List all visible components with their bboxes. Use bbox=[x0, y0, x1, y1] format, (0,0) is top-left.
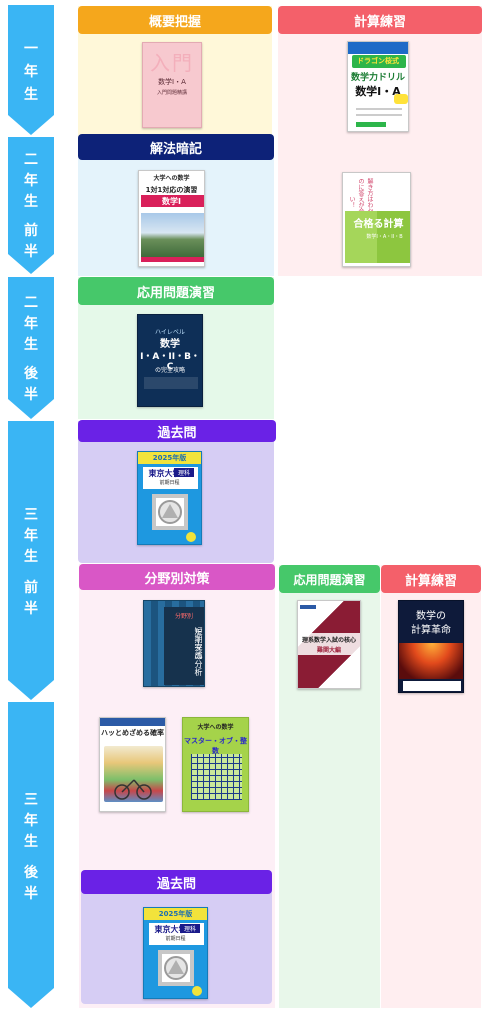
book-keisan-kakumei[interactable]: 数学の 計算革命 bbox=[398, 600, 464, 693]
rikei-line1: 理系数学入試の核心 bbox=[301, 637, 356, 644]
master-line1: 大学への数学 bbox=[197, 724, 234, 731]
master-line2: マスター・オブ・整数 bbox=[184, 737, 247, 755]
hatto-line1: ハッとめざめる確率 bbox=[101, 729, 164, 737]
dragon-line2: 数学力ドリル bbox=[350, 73, 405, 83]
header-past-2: 過去問 bbox=[81, 870, 272, 894]
haireberu-line4: の完全攻略 bbox=[154, 367, 185, 374]
stage-label-1: 一年生 bbox=[24, 41, 38, 103]
university-emblem-icon bbox=[152, 494, 188, 530]
book-gokaku-keisan[interactable]: 解き方はわかったのに答えが合わない！ 合格る計算 数学I・A・II・B bbox=[342, 172, 411, 267]
header-calc-2: 計算練習 bbox=[381, 565, 481, 593]
header-calc-1: 計算練習 bbox=[278, 6, 482, 34]
stage-arrow-4 bbox=[6, 421, 56, 700]
book-intro-seiko[interactable]: 入門 数学I・A 入門問題精講 bbox=[142, 42, 202, 128]
header-applied-2: 応用問題演習 bbox=[279, 565, 380, 593]
header-applied-1: 応用問題演習 bbox=[78, 277, 274, 305]
dragon-line3: 数学I・A bbox=[355, 85, 401, 98]
stage-arrow-5 bbox=[6, 702, 56, 1008]
bunya-line2: 短期完成 bbox=[194, 627, 203, 659]
bunya-line3: データの分析 bbox=[194, 628, 203, 676]
taisaku-line2: 1対1対応の演習 bbox=[145, 186, 198, 194]
book-dragon-drill[interactable]: ドラゴン桜式 数学力ドリル 数学I・A bbox=[347, 41, 409, 132]
dragon-line1: ドラゴン桜式 bbox=[357, 57, 399, 65]
intro-title: 数学I・A bbox=[158, 78, 186, 86]
intro-big-text: 入門 bbox=[150, 51, 194, 75]
taisaku-line1: 大学への数学 bbox=[153, 175, 190, 182]
book-akahon-1[interactable]: 2025年版 東京大学 理科 前期日程 bbox=[137, 451, 202, 545]
gokaku-vertical: 解き方はわかったのに答えが合わない！ bbox=[348, 178, 373, 226]
akahon2-line2: 理科 bbox=[180, 924, 200, 933]
grid-pattern-icon bbox=[191, 754, 242, 800]
gokaku-line1: 合格る計算 bbox=[353, 219, 404, 230]
sunrise-icon bbox=[399, 643, 463, 679]
book-rikei-kakushin[interactable]: 理系数学入試の核心 難関大編 bbox=[297, 600, 361, 689]
book-haireberu[interactable]: ハイレベル 数学 I・A・II・B・C の完全攻略 bbox=[137, 314, 203, 407]
header-past-1: 過去問 bbox=[78, 420, 276, 442]
stage-arrow-3 bbox=[6, 277, 56, 419]
book-hatto-kakuritsu[interactable]: ハッとめざめる確率 bbox=[99, 717, 166, 812]
kakumei-line1: 数学の bbox=[416, 611, 446, 622]
haireberu-line1: ハイレベル bbox=[155, 329, 185, 336]
gokaku-line2: 数学I・A・II・B bbox=[366, 234, 403, 240]
stage-arrow-1 bbox=[6, 5, 56, 135]
akahon2-year: 2025年版 bbox=[158, 910, 193, 918]
akahon1-line1: 東京大学 bbox=[148, 469, 181, 478]
akahon1-year: 2025年版 bbox=[152, 454, 187, 462]
book-1tai1[interactable]: 大学への数学 1対1対応の演習 数学I bbox=[138, 170, 205, 267]
rikei-line2: 難関大編 bbox=[316, 647, 341, 654]
bunya-line1: 分野別 bbox=[174, 613, 193, 620]
header-overview: 概要把握 bbox=[78, 6, 272, 34]
stage-label-5: 三年生後半 bbox=[24, 792, 38, 902]
mountain-icon bbox=[141, 213, 204, 257]
university-emblem-icon bbox=[158, 950, 194, 986]
taisaku-line3: 数学I bbox=[162, 197, 181, 206]
stage-label-3: 二年生後半 bbox=[24, 295, 38, 403]
bicycle-scene-icon bbox=[104, 746, 163, 802]
haireberu-line2: 数学 bbox=[160, 339, 180, 350]
book-bunya-data[interactable]: 分野別 短期完成 データの分析 bbox=[143, 600, 205, 687]
haireberu-line3: I・A・II・B・C bbox=[140, 352, 200, 372]
header-by-field: 分野別対策 bbox=[79, 564, 275, 590]
akahon1-line3: 前期日程 bbox=[159, 480, 180, 486]
akahon1-line2: 理科 bbox=[174, 468, 194, 477]
akahon2-line1: 東京大学 bbox=[154, 925, 187, 934]
header-memorize: 解法暗記 bbox=[78, 134, 274, 160]
book-master-seisu[interactable]: 大学への数学 マスター・オブ・整数 bbox=[182, 717, 249, 812]
stage-label-2: 二年生前半 bbox=[24, 152, 38, 260]
stage-arrow-2 bbox=[6, 137, 56, 274]
book-akahon-2[interactable]: 2025年版 東京大学 理科 前期日程 bbox=[143, 907, 208, 999]
stage-label-4: 三年生前半 bbox=[24, 507, 38, 617]
akahon2-line3: 前期日程 bbox=[165, 936, 186, 942]
kakumei-line2: 計算革命 bbox=[411, 625, 451, 636]
intro-subtitle: 入門問題精講 bbox=[156, 90, 187, 96]
